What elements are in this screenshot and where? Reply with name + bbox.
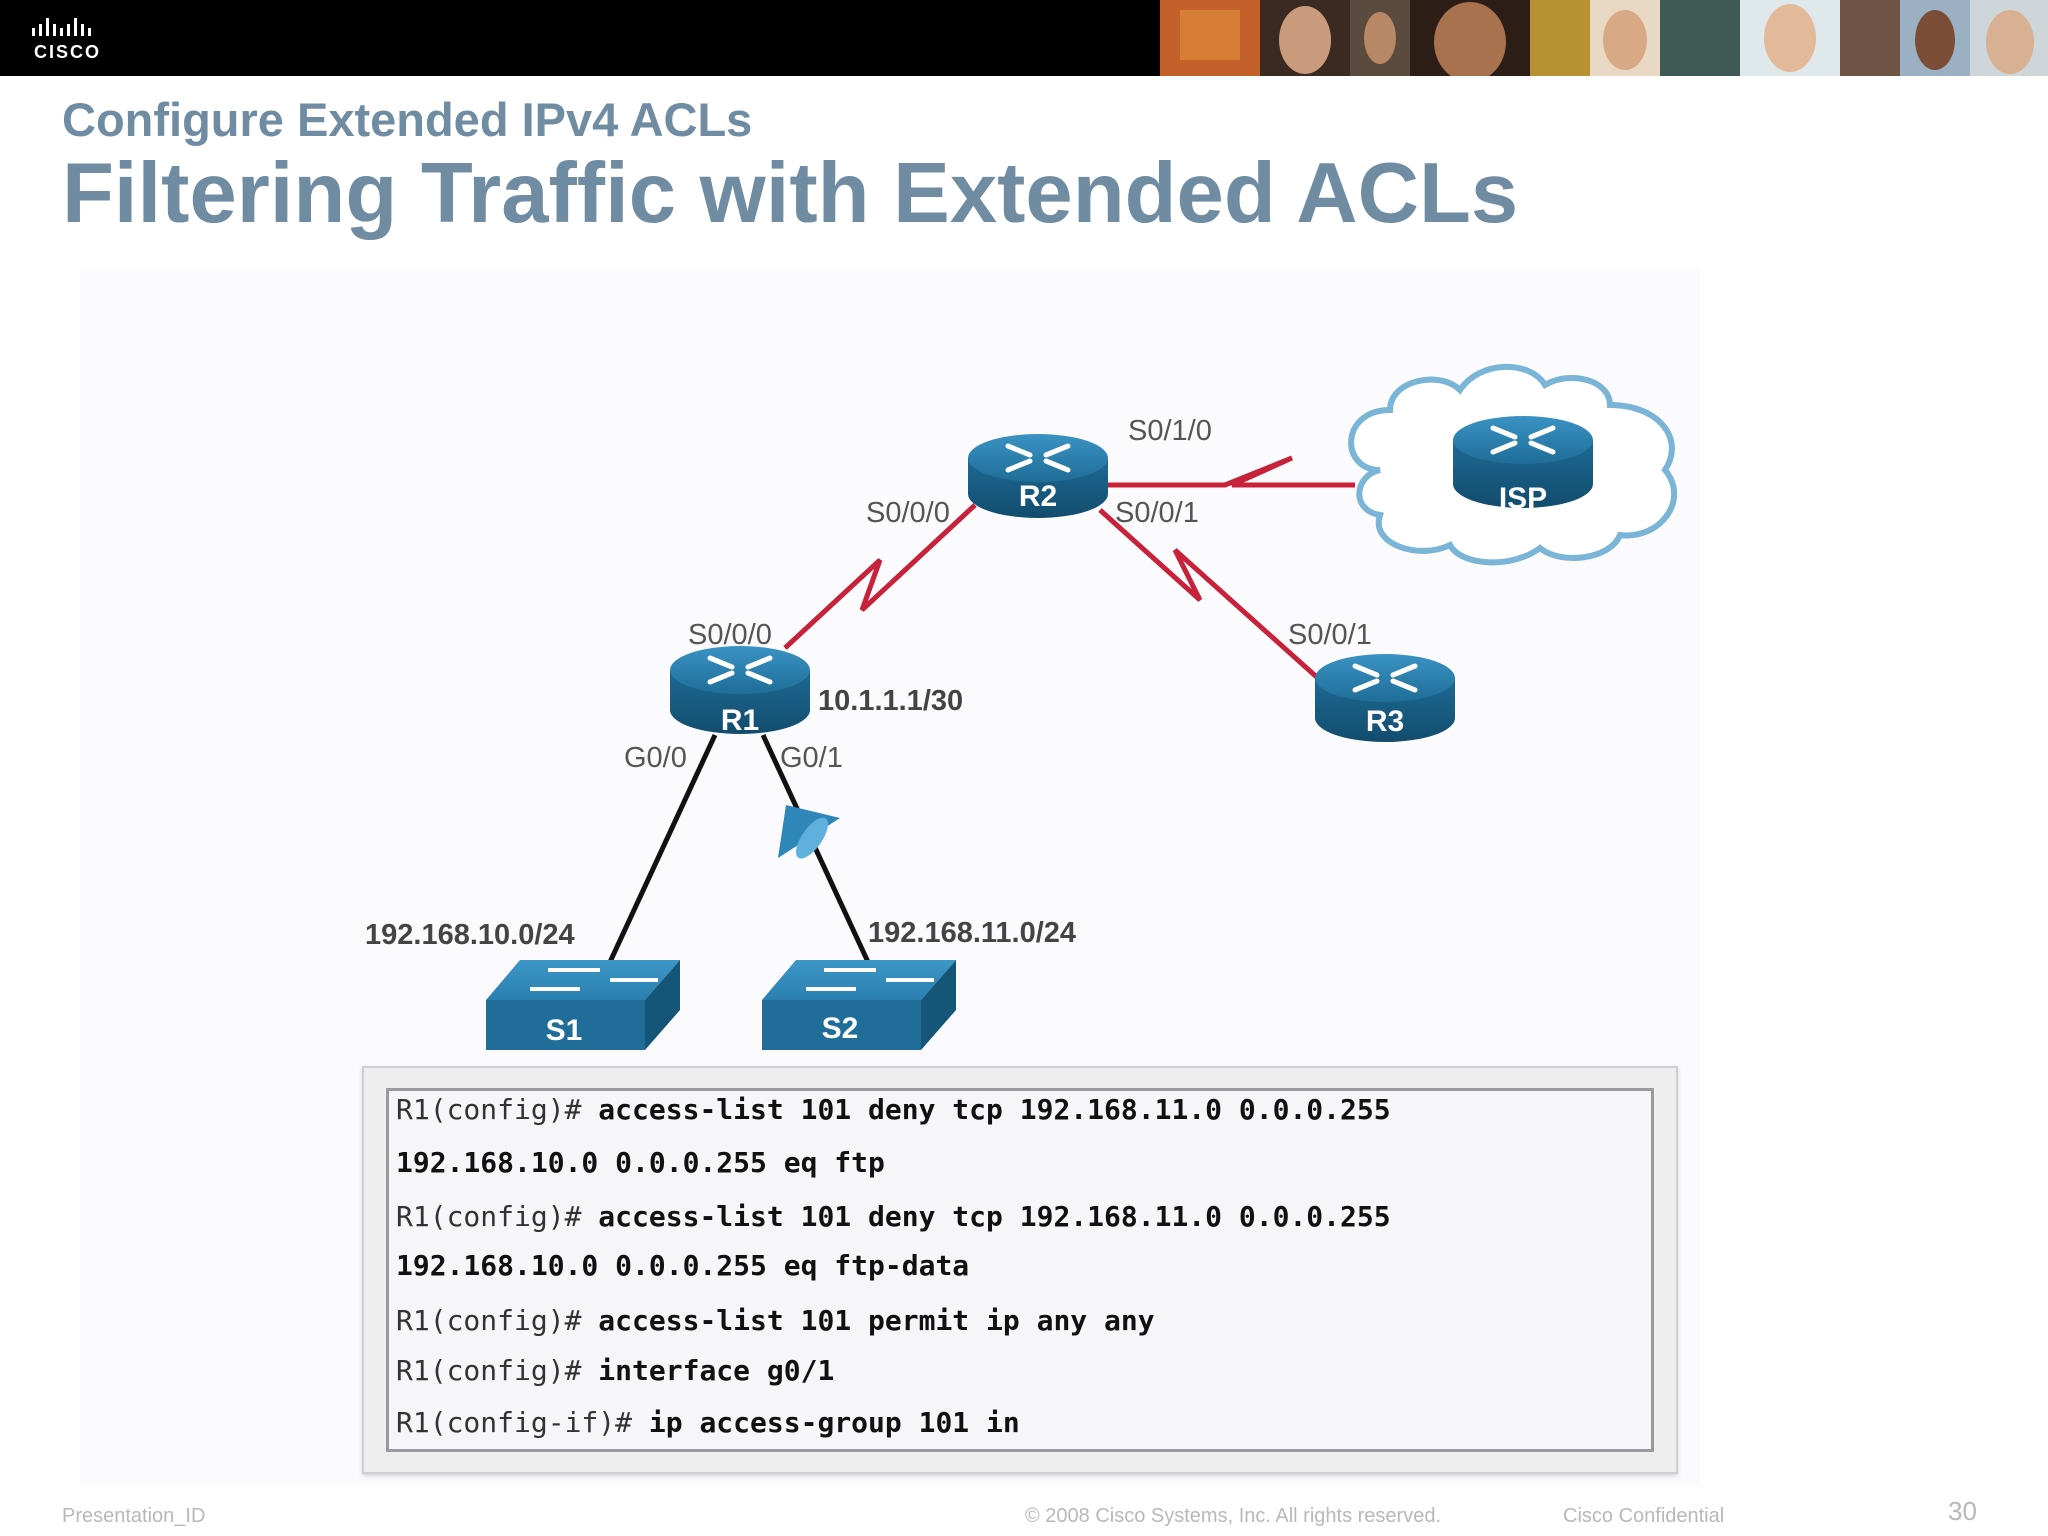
cisco-logo: CISCO [30,14,150,64]
label-r1-s000: S0/0/0 [688,619,772,651]
label-r2: R2 [1019,480,1057,513]
photo-strip [1160,0,2048,76]
cli-line: 192.168.10.0 0.0.0.255 eq ftp [396,1146,885,1179]
header-bar: CISCO [0,0,2048,76]
cli-line: R1(config)# interface g0/1 [396,1354,835,1387]
slide-title: Filtering Traffic with Extended ACLs [62,146,1519,241]
link-r2-r3 [1098,508,1322,682]
cli-line: R1(config)# access-list 101 deny tcp 192… [396,1200,1391,1233]
switch-s1 [486,960,680,1050]
label-net-10: 192.168.10.0/24 [365,919,575,951]
footer-presentation-id: Presentation_ID [62,1505,206,1527]
label-r1-g01: G0/1 [780,742,843,774]
link-r1-r2 [783,503,977,650]
slide-subtitle: Configure Extended IPv4 ACLs [62,93,753,146]
label-isp: ISP [1499,482,1547,515]
cisco-bridge-icon [32,18,91,36]
label-net-11: 192.168.11.0/24 [868,917,1076,949]
cli-line: R1(config-if)# ip access-group 101 in [396,1406,1020,1439]
link-r1-s1 [607,733,718,964]
router-arrows-icon [1005,443,1071,473]
logo-text: CISCO [34,42,102,62]
cli-line: R1(config)# access-list 101 deny tcp 192… [396,1093,1391,1126]
router-isp [1453,416,1593,508]
label-r2-s000: S0/0/0 [866,497,950,529]
switch-arrows-icon [530,968,658,991]
cli-line: R1(config)# access-list 101 permit ip an… [396,1304,1155,1337]
link-r2-isp [1105,455,1355,488]
label-r1: R1 [721,704,759,737]
label-r1-g00: G0/0 [624,742,687,774]
router-r3 [1315,654,1455,742]
router-r1 [670,646,810,734]
filter-cone-icon [778,805,840,859]
footer-copyright: © 2008 Cisco Systems, Inc. All rights re… [1025,1505,1442,1527]
label-r1-ip: 10.1.1.1/30 [818,685,963,717]
serial-links [783,455,1355,682]
footer-confidential: Cisco Confidential [1563,1505,1725,1527]
label-r3-s001: S0/0/1 [1288,619,1372,651]
label-s1: S1 [546,1014,583,1047]
switch-s2 [762,960,956,1050]
label-s2: S2 [822,1012,859,1045]
cli-line: 192.168.10.0 0.0.0.255 eq ftp-data [396,1249,970,1282]
label-r3: R3 [1366,705,1404,738]
router-r2 [968,434,1108,518]
cli-output-box [386,1088,1654,1452]
page-number: 30 [1948,1496,1977,1526]
label-r2-s001: S0/0/1 [1115,497,1199,529]
label-r2-s010: S0/1/0 [1128,415,1212,447]
